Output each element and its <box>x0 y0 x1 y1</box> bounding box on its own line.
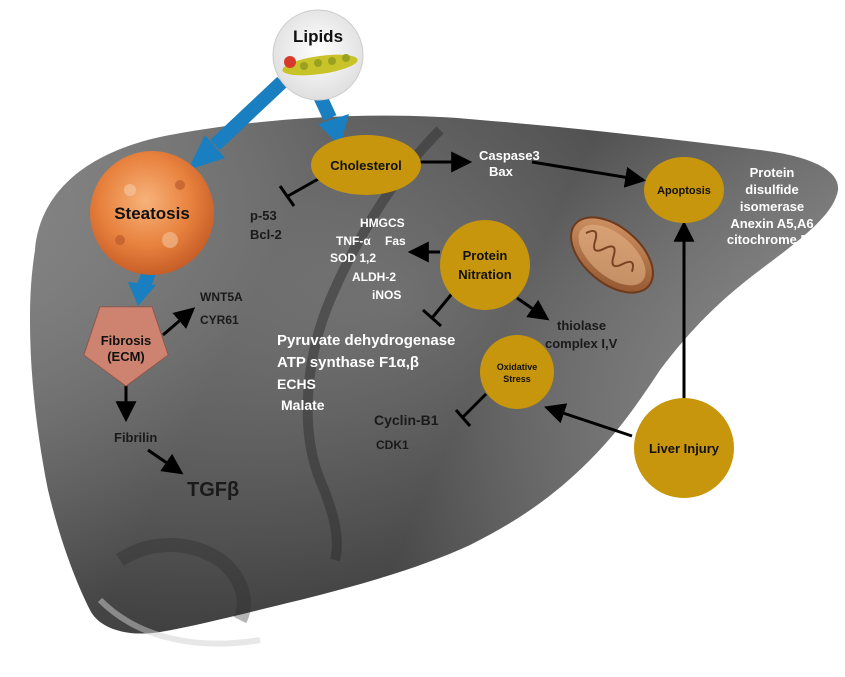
protein-nitration-label-1: Protein <box>463 248 508 263</box>
label-inos: iNOS <box>372 288 401 302</box>
steatosis-label: Steatosis <box>114 204 190 223</box>
lipids-node: Lipids <box>273 10 363 100</box>
label-wnt5a: WNT5A <box>200 290 243 304</box>
protein-nitration-label-2: Nitration <box>458 267 512 282</box>
fibrosis-label-2: (ECM) <box>107 349 145 364</box>
label-cdk1: CDK1 <box>376 438 409 452</box>
liver-injury-label: Liver Injury <box>649 441 720 456</box>
label-fas: Fas <box>385 234 406 248</box>
oxidative-stress-label-1: Oxidative <box>497 362 538 372</box>
label-protein: Protein <box>750 165 795 180</box>
lipids-label: Lipids <box>293 27 343 46</box>
cholesterol-node: Cholesterol <box>311 135 421 195</box>
label-complex: complex I,V <box>545 336 618 351</box>
label-bax: Bax <box>489 164 514 179</box>
label-sod: SOD 1,2 <box>330 251 376 265</box>
label-p53: p-53 <box>250 208 277 223</box>
label-cyclin-b1: Cyclin-B1 <box>374 412 439 428</box>
label-cyr61: CYR61 <box>200 313 239 327</box>
label-fibrilin: Fibrilin <box>114 430 157 445</box>
label-atp-synthase: ATP synthase F1α,β <box>277 354 419 371</box>
label-tnfa: TNF-α <box>336 234 371 248</box>
protein-nitration-node: Protein Nitration <box>440 220 530 310</box>
apoptosis-label: Apoptosis <box>657 185 711 197</box>
liver-injury-node: Liver Injury <box>634 398 734 498</box>
label-tgfb: TGFβ <box>187 479 239 501</box>
label-thiolase: thiolase <box>557 318 606 333</box>
label-caspase3: Caspase3 <box>479 148 540 163</box>
steatosis-node: Steatosis <box>90 151 214 275</box>
oxidative-stress-label-2: Stress <box>503 374 531 384</box>
label-echs: ECHS <box>277 376 316 392</box>
label-pyruvate: Pyruvate dehydrogenase <box>277 332 455 349</box>
label-isomerase: isomerase <box>740 199 804 214</box>
label-aldh2: ALDH-2 <box>352 270 396 284</box>
cholesterol-label: Cholesterol <box>330 158 402 173</box>
label-disulfide: disulfide <box>745 182 798 197</box>
label-anexin: Anexin A5,A6 <box>730 216 813 231</box>
label-citochrome: citochrome B5 <box>727 232 817 247</box>
oxidative-stress-node: Oxidative Stress <box>480 335 554 409</box>
fibrosis-label-1: Fibrosis <box>101 333 152 348</box>
label-malate: Malate <box>281 397 325 413</box>
label-bcl2: Bcl-2 <box>250 227 282 242</box>
label-hmgcs: HMGCS <box>360 216 405 230</box>
apoptosis-node: Apoptosis <box>644 157 724 223</box>
